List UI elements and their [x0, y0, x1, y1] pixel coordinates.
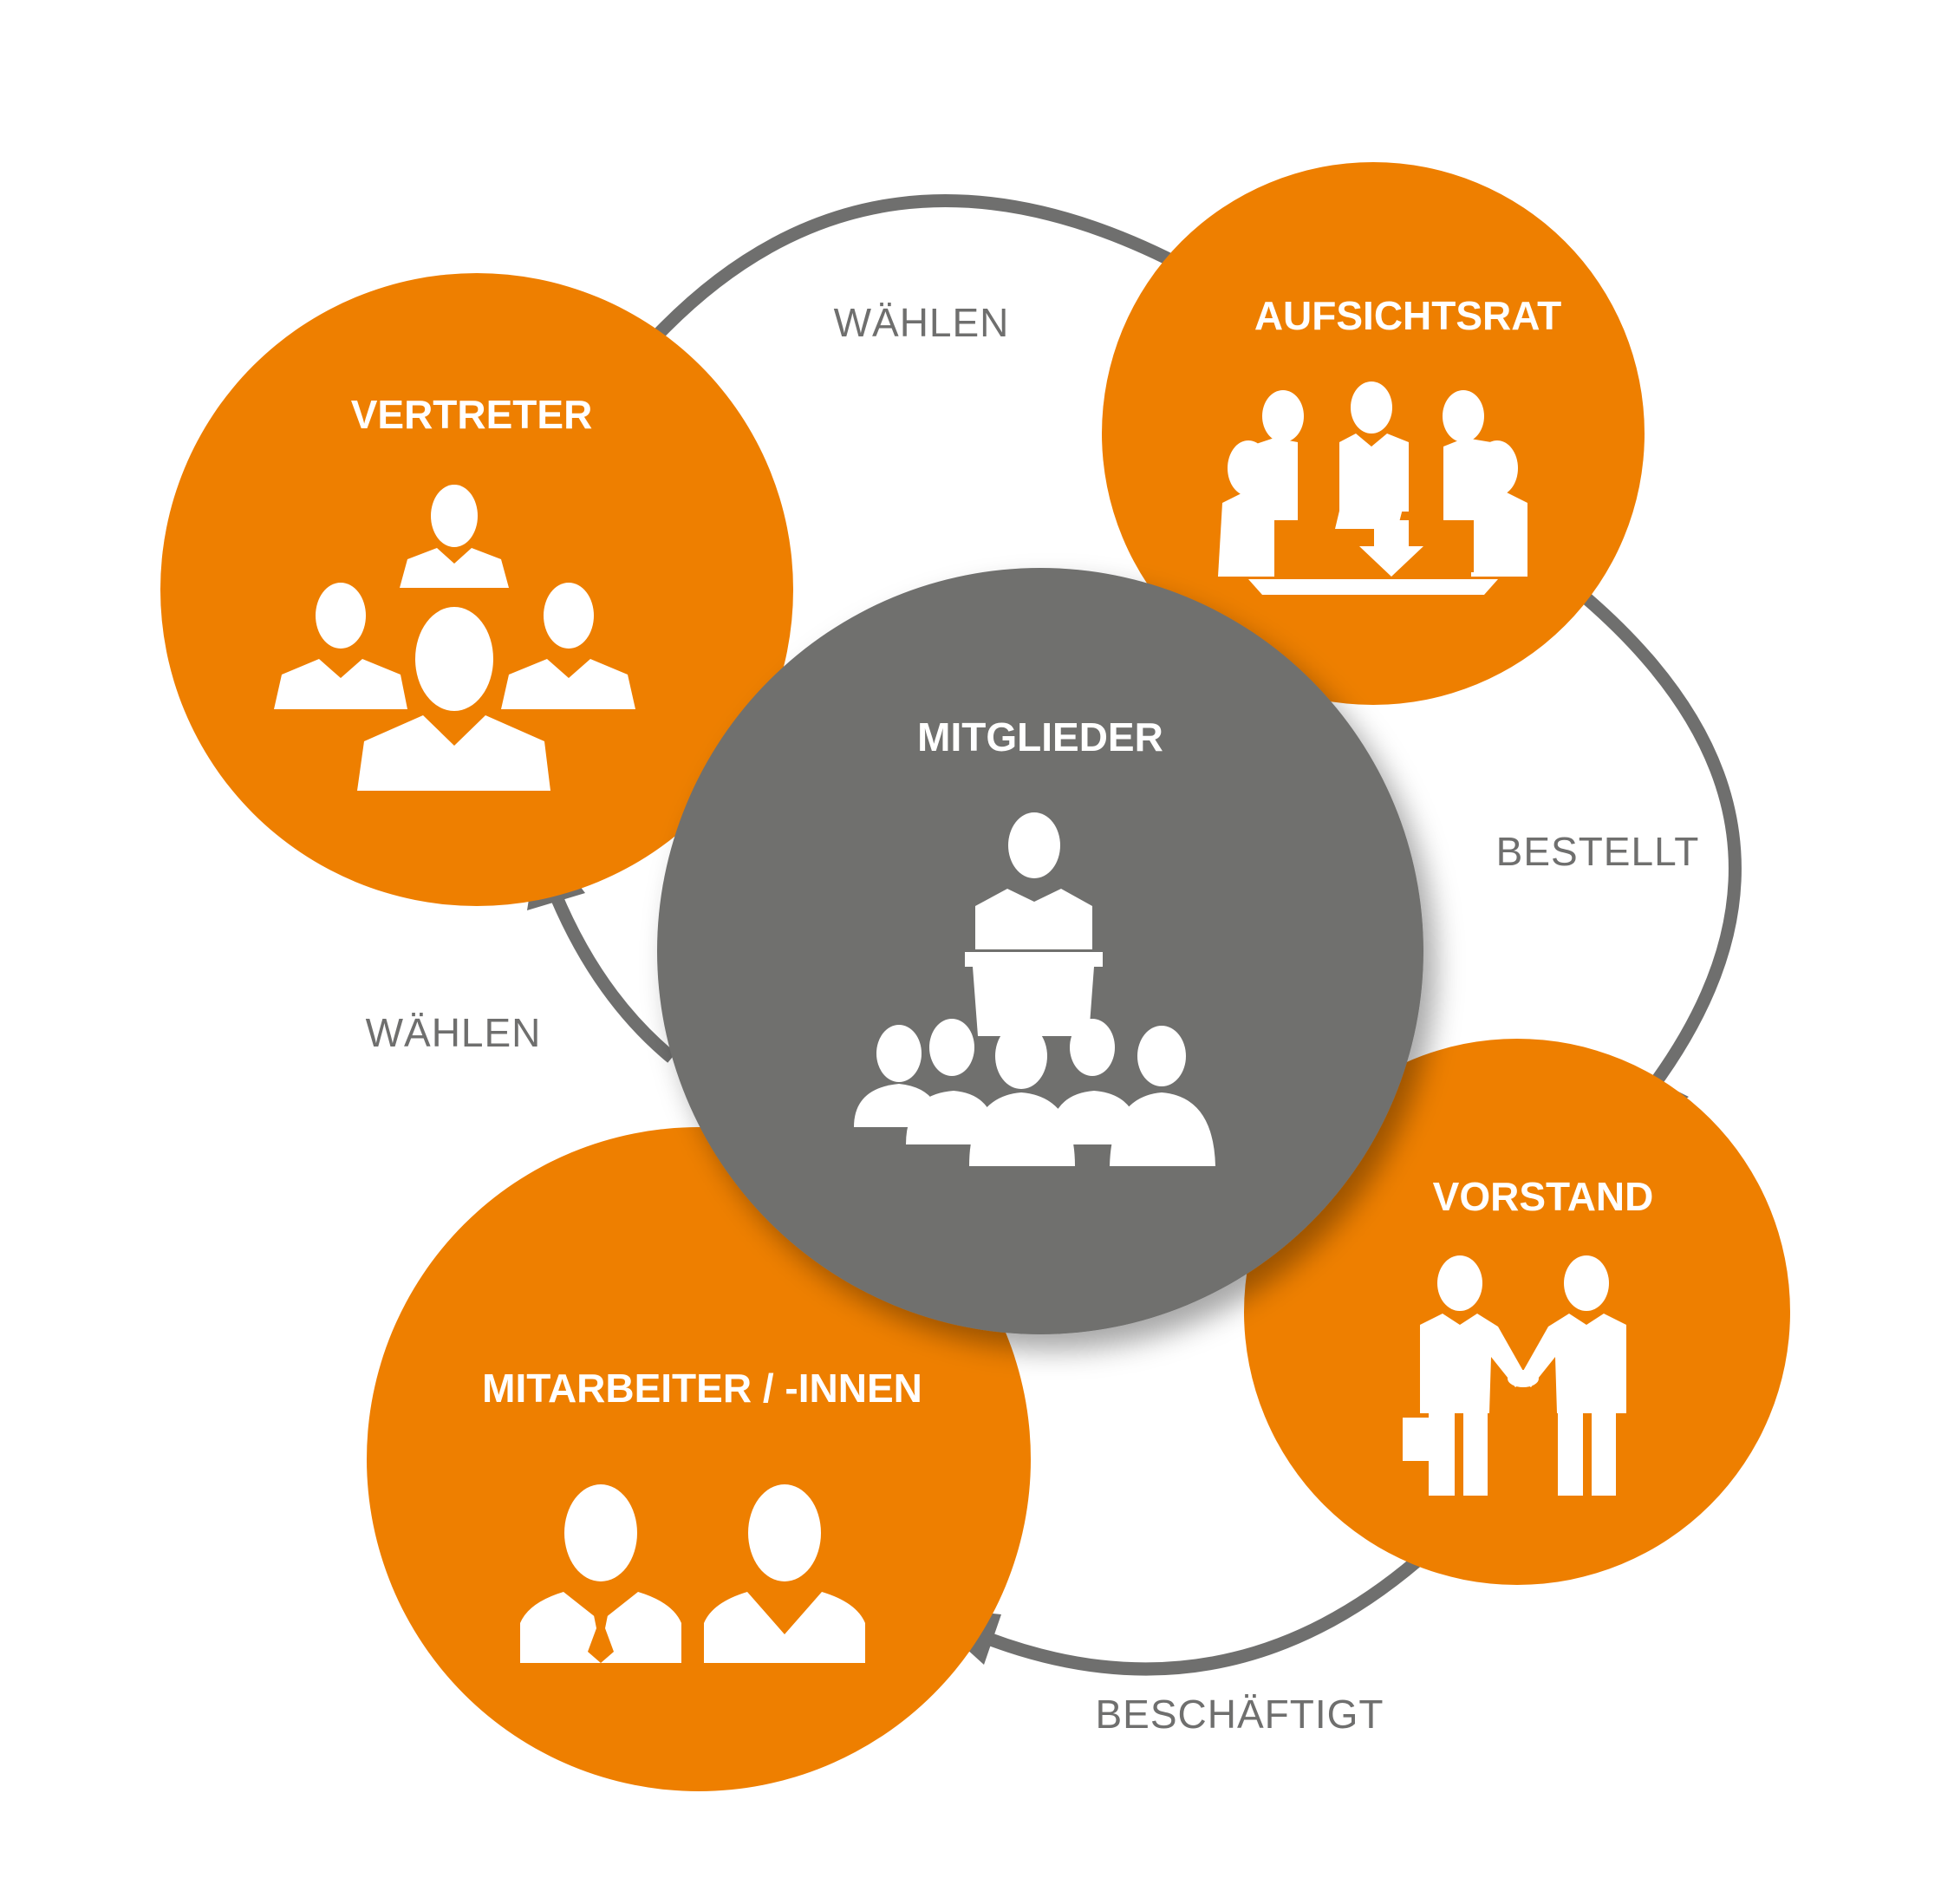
handshake-icon — [1403, 1255, 1626, 1496]
aufsichtsrat-title: AUFSICHTSRAT — [1254, 293, 1561, 338]
vorstand-title: VORSTAND — [1433, 1174, 1654, 1219]
mitglieder-circle — [657, 568, 1423, 1334]
two-employees-icon — [520, 1484, 865, 1663]
arrow-arc-vorstand-mitarbeiter — [964, 1555, 1422, 1676]
edge-label-wahlen-top: WÄHLEN — [834, 300, 1010, 345]
mitarbeiter-title: MITARBEITER / -INNEN — [482, 1366, 922, 1411]
edge-label-bestellt: BESTELLT — [1496, 829, 1700, 874]
mitglieder-title: MITGLIEDER — [917, 714, 1163, 760]
edge-label-wahlen-left: WÄHLEN — [366, 1010, 542, 1055]
arrow-arc-mitglieder-vertreter — [549, 890, 676, 1063]
vertreter-circle — [160, 273, 793, 906]
arrow-arc-vertreter-aufsichtsrat — [649, 194, 1191, 343]
edge-label-beschaeftigt: BESCHÄFTIGT — [1095, 1692, 1384, 1737]
vorstand-circle — [1244, 1039, 1790, 1585]
vertreter-title: VERTRETER — [351, 392, 593, 437]
speaker-audience-icon — [854, 812, 1215, 1166]
board-meeting-icon — [1218, 381, 1527, 595]
arrow-arc-aufsichtsrat-vorstand — [1582, 593, 1742, 1092]
group-of-people-icon — [274, 485, 635, 791]
